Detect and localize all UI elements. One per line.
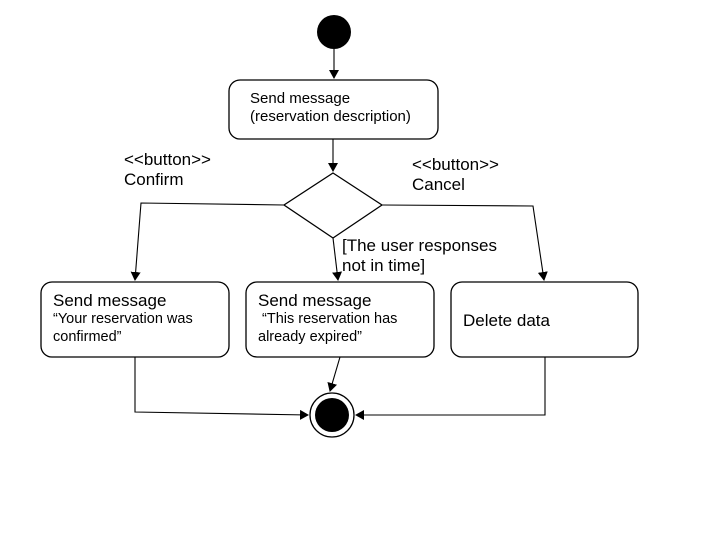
guard-timeout: [The user responses not in time] bbox=[342, 236, 497, 277]
guard-confirm-label: Confirm bbox=[124, 170, 184, 190]
edge-decision-to-confirmed bbox=[130, 202, 285, 281]
edge-decision-to-delete bbox=[381, 204, 548, 281]
action-send-expired-text: Send message “This reservation has alrea… bbox=[258, 291, 397, 346]
guard-timeout-line2: not in time] bbox=[342, 256, 426, 276]
guard-cancel-stereotype: <<button>> bbox=[412, 155, 499, 174]
action-send-description-text: Send message (reservation description) bbox=[250, 90, 411, 126]
final-node-core bbox=[315, 398, 349, 432]
edge-decision-to-expired bbox=[332, 237, 343, 281]
action-send-expired-title: Send message bbox=[258, 291, 372, 310]
action-send-description-line1: Send message bbox=[250, 90, 351, 107]
action-delete-data-text: Delete data bbox=[463, 311, 550, 331]
initial-node bbox=[317, 15, 351, 49]
action-send-confirmed-line2: confirmed” bbox=[53, 328, 122, 345]
action-send-confirmed-line1: “Your reservation was bbox=[53, 311, 193, 328]
edge-confirmed-to-final bbox=[134, 357, 309, 420]
edge-expired-to-final bbox=[327, 356, 341, 392]
action-send-expired-line1: “This reservation has bbox=[258, 311, 398, 328]
guard-cancel: <<button>> Cancel bbox=[412, 155, 499, 196]
action-send-confirmed-title: Send message bbox=[53, 291, 167, 310]
guard-confirm-stereotype: <<button>> bbox=[124, 150, 211, 169]
action-send-description-line2: (reservation description) bbox=[250, 108, 411, 125]
decision-node bbox=[282, 172, 384, 239]
action-send-confirmed-text: Send message “Your reservation was confi… bbox=[53, 291, 193, 346]
guard-timeout-line1: [The user responses bbox=[342, 236, 497, 255]
guard-cancel-label: Cancel bbox=[412, 175, 465, 195]
guard-confirm: <<button>> Confirm bbox=[124, 150, 211, 191]
action-send-expired-line2: already expired” bbox=[258, 328, 362, 345]
action-delete-data-title: Delete data bbox=[463, 311, 550, 330]
edge-delete-to-final bbox=[355, 357, 546, 420]
